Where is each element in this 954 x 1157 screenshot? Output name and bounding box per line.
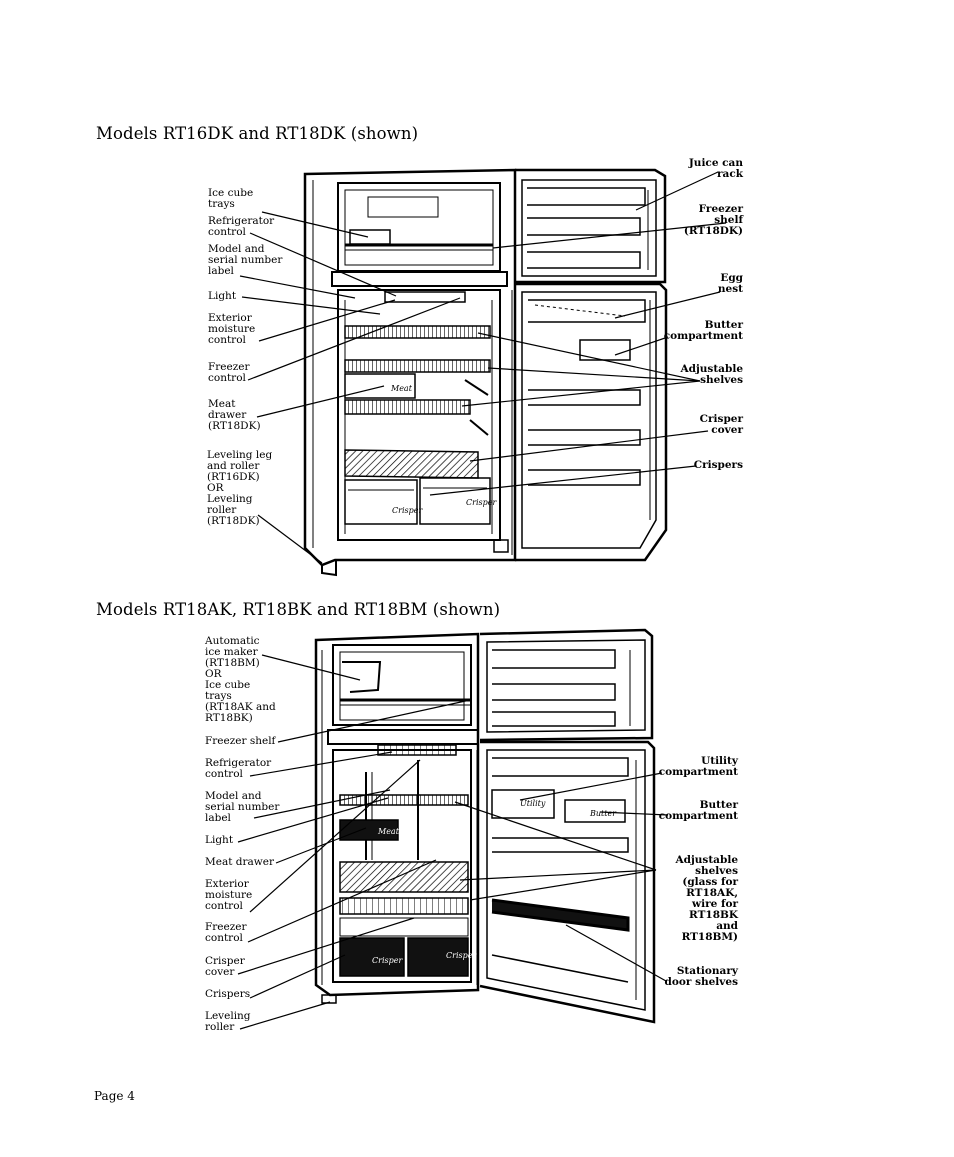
label-light: Light [208,290,237,302]
fridge-1-crisper-mark-right: Crisper [466,498,497,507]
fridge-1-drawing [303,168,668,577]
label-freezer-shelf-2: Freezer shelf [205,735,276,747]
fridge-2-crisper-mark-right: Crisper [446,951,477,960]
page-number: Page 4 [94,1089,135,1103]
label-meat-drawer-2: Meat drawer [205,856,275,868]
fridge-1-leaders [239,171,727,564]
fridge-1-crisper-mark-left: Crisper [392,506,423,515]
section1-heading: Models RT16DK and RT18DK (shown) [96,124,419,143]
label-crispers: Crispers [693,459,743,471]
fridge-2-butter-mark: Butter [590,809,617,818]
label-crispers-2: Crispers [205,988,251,1000]
fridge-2-drawing [314,628,656,1024]
fridge-2-utility-mark: Utility [520,799,546,808]
fridge-2-leaders [237,654,669,1030]
fridge-2-crisper-mark-left: Crisper [372,956,403,965]
section2-heading: Models RT18AK, RT18BK and RT18BM (shown) [96,600,501,619]
fridge-1-meat-mark: Meat [391,384,412,393]
label-light-2: Light [205,834,234,846]
fridge-2-meat-mark: Meat [378,827,399,836]
